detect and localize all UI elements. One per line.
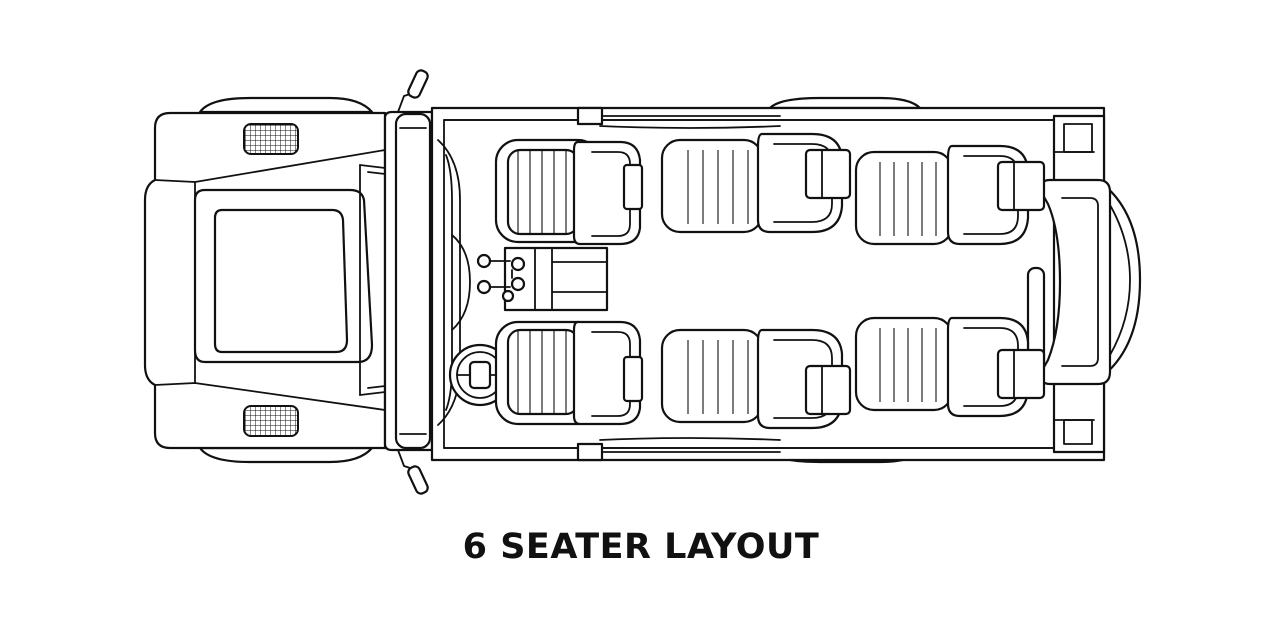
right-side-mirror — [397, 449, 429, 495]
rear-left-fender — [768, 96, 922, 110]
right-door-sill — [443, 437, 1055, 462]
front-left-fender — [198, 96, 374, 114]
seat-rear-right — [854, 316, 1046, 418]
left-side-mirror — [397, 69, 429, 113]
front-right-grille-vent — [243, 405, 299, 437]
left-door-sill — [443, 106, 1055, 129]
seat-middle-right — [660, 328, 852, 430]
windshield-frame — [383, 110, 434, 452]
seat-front-right — [494, 320, 644, 426]
vehicle-top-view-diagram — [143, 69, 1142, 495]
seat-front-left — [494, 138, 644, 246]
diagram-caption: 6 SEATER LAYOUT — [462, 527, 820, 567]
front-right-fender — [198, 446, 374, 464]
seat-middle-left — [660, 132, 852, 234]
front-left-grille-vent — [243, 123, 299, 155]
seat-rear-left — [854, 144, 1046, 246]
hood — [143, 111, 387, 450]
dashboard — [437, 139, 471, 426]
gear-shifter-icon — [476, 253, 526, 303]
